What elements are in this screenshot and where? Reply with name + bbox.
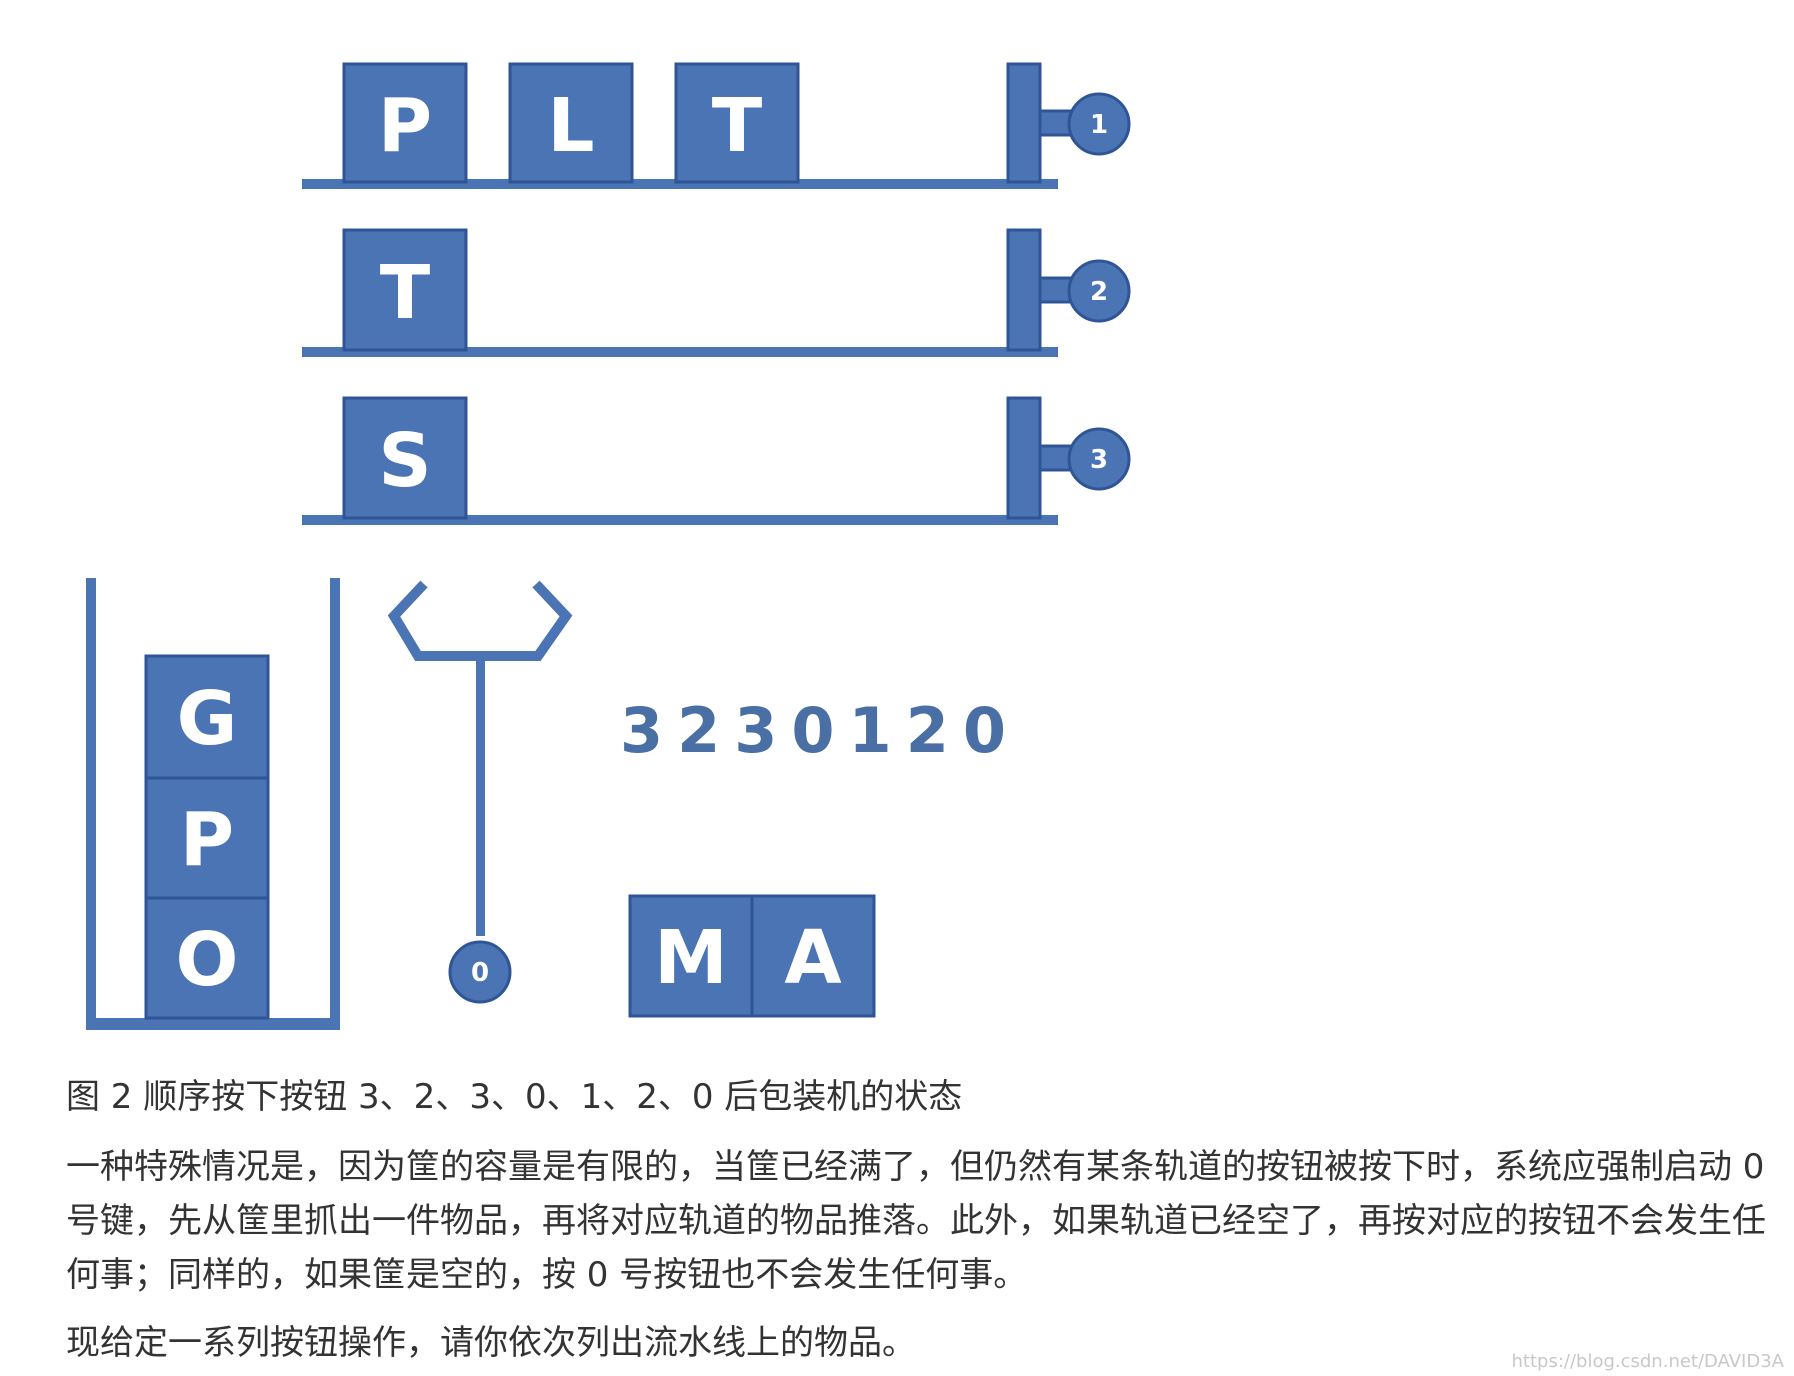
output-item: A <box>750 894 876 1018</box>
track-2-stopper <box>1006 228 1042 352</box>
paragraph-task: 现给定一系列按钮操作，请你依次列出流水线上的物品。 <box>66 1323 916 1363</box>
track-1-rail <box>302 179 1058 189</box>
track-3-stopper <box>1006 396 1042 520</box>
track-1-item: T <box>674 62 800 184</box>
claw-grabber: 0 <box>387 580 573 1004</box>
basket-left-wall <box>86 578 96 1030</box>
figure-caption: 图 2 顺序按下按钮 3、2、3、0、1、2、0 后包装机的状态 <box>66 1077 963 1117</box>
track-1-stopper <box>1006 62 1042 184</box>
track-3-rail <box>302 515 1058 525</box>
track-1-item: L <box>508 62 634 184</box>
output-item-label: M <box>654 915 728 1001</box>
track-2-rail <box>302 347 1058 357</box>
track-1-item-label: P <box>378 83 432 169</box>
track-1: 1 P L T <box>302 62 1131 189</box>
paragraph-special-case: 一种特殊情况是，因为筐的容量是有限的，当筐已经满了，但仍然有某条轨道的按钮被按下… <box>66 1147 1766 1295</box>
basket-floor <box>86 1018 340 1030</box>
basket-item-label: G <box>177 676 238 762</box>
output-item-label: A <box>784 915 841 1001</box>
track-2: 2 T <box>302 228 1131 357</box>
claw-icon <box>387 580 573 661</box>
track-2-item-label: T <box>380 250 431 336</box>
claw-shaft <box>476 656 485 936</box>
output-items: M A <box>628 894 876 1018</box>
watermark: https://blog.csdn.net/DAVID3A <box>1511 1351 1785 1372</box>
track-2-item: T <box>342 228 468 352</box>
basket: O P G <box>86 578 340 1030</box>
track-2-push-button[interactable]: 2 <box>1067 259 1131 323</box>
track-3-push-button[interactable]: 3 <box>1067 427 1131 491</box>
basket-item: O <box>144 896 270 1020</box>
track-3-item: S <box>342 396 468 520</box>
output-item: M <box>628 894 754 1018</box>
track-1-button-number: 1 <box>1090 110 1108 140</box>
claw-button-number: 0 <box>471 958 489 988</box>
button-sequence-label: 3230120 <box>620 694 1020 767</box>
basket-right-wall <box>330 578 340 1030</box>
track-1-item-label: T <box>712 83 763 169</box>
packing-machine-diagram: 1 P L T 2 T <box>86 62 1131 1030</box>
basket-item: G <box>144 654 270 780</box>
basket-item-label: O <box>176 917 239 1003</box>
track-3-button-number: 3 <box>1090 445 1108 475</box>
basket-item: P <box>144 776 270 900</box>
track-2-button-number: 2 <box>1090 277 1108 307</box>
basket-item-label: P <box>180 797 234 883</box>
track-1-push-button[interactable]: 1 <box>1067 92 1131 156</box>
track-3: 3 S <box>302 396 1131 525</box>
track-3-item-label: S <box>378 418 431 504</box>
track-1-item: P <box>342 62 468 184</box>
claw-push-button[interactable]: 0 <box>448 940 512 1004</box>
track-1-item-label: L <box>547 83 594 169</box>
